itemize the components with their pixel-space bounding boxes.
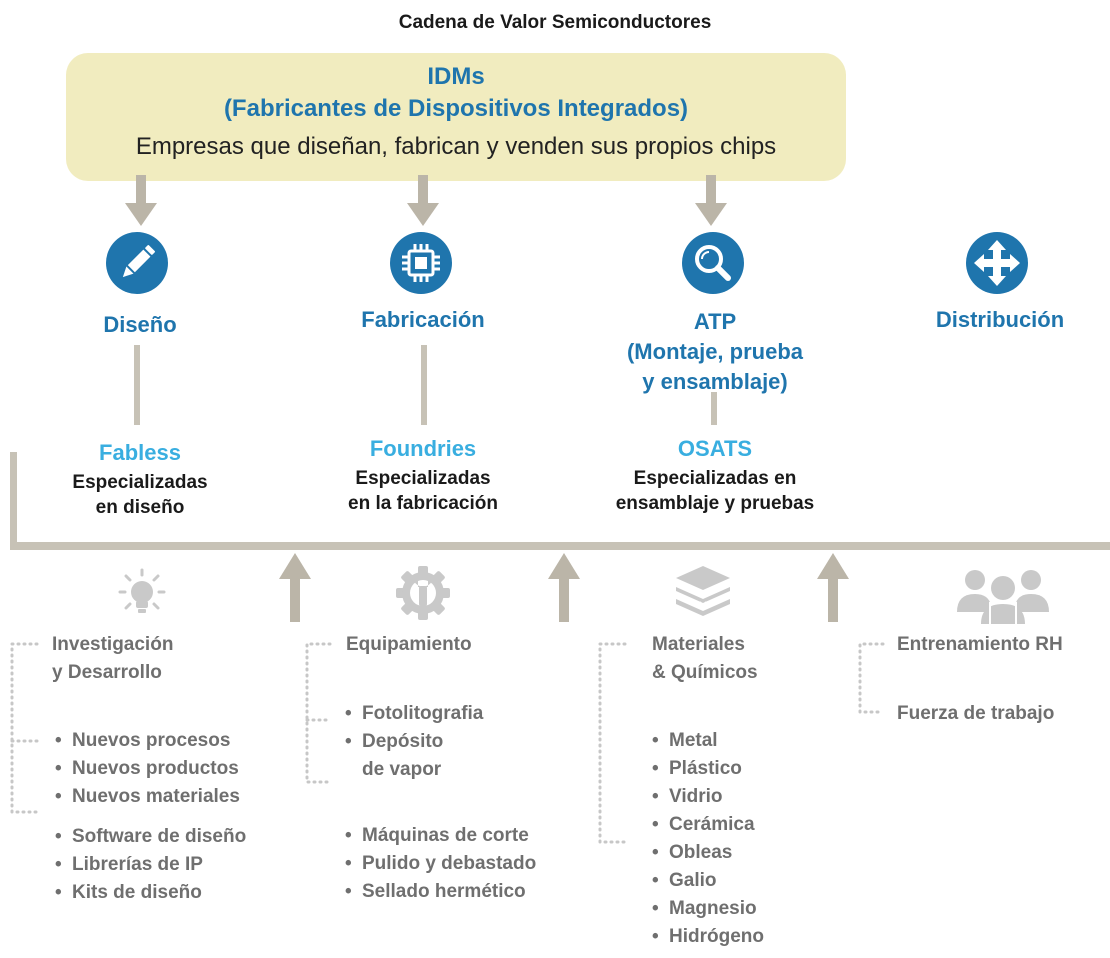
pencil-icon <box>104 230 170 296</box>
value-chain-bar-left <box>10 452 17 550</box>
gear-wrench-icon <box>390 560 456 626</box>
up-arrow-2 <box>548 553 580 622</box>
idm-description: Empresas que diseñan, fabrican y venden … <box>135 133 777 160</box>
category-title-entrenamiento-rh: Entrenamiento RH <box>897 634 1063 655</box>
list-item: Hidrógeno <box>652 923 764 951</box>
list-item: Nuevos materiales <box>55 783 240 811</box>
lightbulb-icon <box>112 566 172 626</box>
segment-osats: OSATS Especializadas en ensamblaje y pru… <box>585 436 845 516</box>
list-item: Software de diseño <box>55 823 246 851</box>
layers-icon <box>668 560 738 626</box>
list-item: Magnesio <box>652 895 764 923</box>
stage-label-atp-line2: (Montaje, prueba <box>626 339 803 364</box>
category-title-materiales: Materiales & Químicos <box>652 631 758 687</box>
idm-title: IDMs <box>427 63 485 90</box>
value-chain-bar <box>10 542 1110 550</box>
category-title-fuerza-de-trabajo: Fuerza de trabajo <box>897 703 1055 724</box>
bracket-materiales <box>598 642 627 844</box>
investigacion-list-a: Nuevos procesos Nuevos productos Nuevos … <box>55 727 240 811</box>
materiales-list: Metal Plástico Vidrio Cerámica Obleas Ga… <box>652 727 764 951</box>
connector-atp <box>711 392 717 425</box>
segment-desc-line: ensamblaje y pruebas <box>615 493 815 514</box>
investigacion-list-b: Software de diseño Librerías de IP Kits … <box>55 823 246 907</box>
list-item: Metal <box>652 727 764 755</box>
list-item: Sellado hermético <box>345 878 536 906</box>
segment-desc: Especializadas en ensamblaje y pruebas <box>585 466 845 516</box>
connector-diseno <box>134 345 140 425</box>
segment-desc-line: Especializadas <box>72 472 208 493</box>
segment-title: Foundries <box>369 436 477 461</box>
segment-fabless: Fabless Especializadas en diseño <box>35 440 245 520</box>
equipamiento-list-a: Fotolitografia Depósito de vapor <box>345 700 483 784</box>
equipamiento-list-b: Máquinas de corte Pulido y debastado Sel… <box>345 822 536 906</box>
list-item: Vidrio <box>652 783 764 811</box>
idm-box: IDMs (Fabricantes de Dispositivos Integr… <box>66 53 846 181</box>
segment-title: OSATS <box>677 436 753 461</box>
segment-foundries: Foundries Especializadas en la fabricaci… <box>318 436 528 516</box>
idm-subtitle: (Fabricantes de Dispositivos Integrados) <box>223 95 689 122</box>
up-arrow-1 <box>279 553 311 622</box>
segment-title: Fabless <box>99 440 181 465</box>
bracket-equipamiento <box>305 642 332 784</box>
stage-label-atp-line1: ATP <box>693 309 737 334</box>
down-arrow-fabricacion <box>407 175 439 226</box>
category-title-line: Materiales <box>652 634 745 655</box>
down-arrow-diseno <box>125 175 157 226</box>
bracket-investigacion <box>10 642 39 814</box>
segment-desc-line: en diseño <box>95 497 185 518</box>
people-icon <box>955 566 1051 626</box>
list-item: Nuevos productos <box>55 755 240 783</box>
list-item: Depósito <box>345 728 483 756</box>
bracket-rh <box>858 642 885 714</box>
segment-desc-line: Especializadas <box>355 468 491 489</box>
list-item: Plástico <box>652 755 764 783</box>
list-item: Librerías de IP <box>55 851 246 879</box>
magnifier-icon <box>680 230 746 296</box>
chip-icon <box>388 230 454 296</box>
down-arrow-atp <box>695 175 727 226</box>
category-title-line: Investigación <box>52 634 174 655</box>
arrows-move-icon <box>964 230 1030 296</box>
stage-label-distribucion: Distribución <box>935 307 1065 332</box>
list-item: Nuevos procesos <box>55 727 240 755</box>
list-item-continuation: de vapor <box>362 759 442 780</box>
list-item: Fotolitografia <box>345 700 483 728</box>
list-item: Máquinas de corte <box>345 822 536 850</box>
category-title-line: & Químicos <box>652 662 758 683</box>
list-item: Pulido y debastado <box>345 850 536 878</box>
stage-label-atp-line3: y ensamblaje) <box>642 369 788 394</box>
segment-desc-line: en la fabricación <box>348 493 498 514</box>
category-title-investigacion: Investigación y Desarrollo <box>52 631 173 687</box>
stage-label-fabricacion: Fabricación <box>361 307 485 332</box>
up-arrow-3 <box>817 553 849 622</box>
segment-desc: Especializadas en diseño <box>35 470 245 520</box>
diagram-title: Cadena de Valor Semiconductores <box>398 12 712 33</box>
stage-label-diseno: Diseño <box>103 312 177 337</box>
category-title-equipamiento: Equipamiento <box>346 634 472 655</box>
list-item: Obleas <box>652 839 764 867</box>
list-item: Cerámica <box>652 811 764 839</box>
stage-label-atp: ATP (Montaje, prueba y ensamblaje) <box>600 307 830 397</box>
category-title-line: y Desarrollo <box>52 662 162 683</box>
segment-desc: Especializadas en la fabricación <box>318 466 528 516</box>
list-item: Kits de diseño <box>55 879 246 907</box>
list-item: Galio <box>652 867 764 895</box>
segment-desc-line: Especializadas en <box>633 468 797 489</box>
connector-fabricacion <box>421 345 427 425</box>
